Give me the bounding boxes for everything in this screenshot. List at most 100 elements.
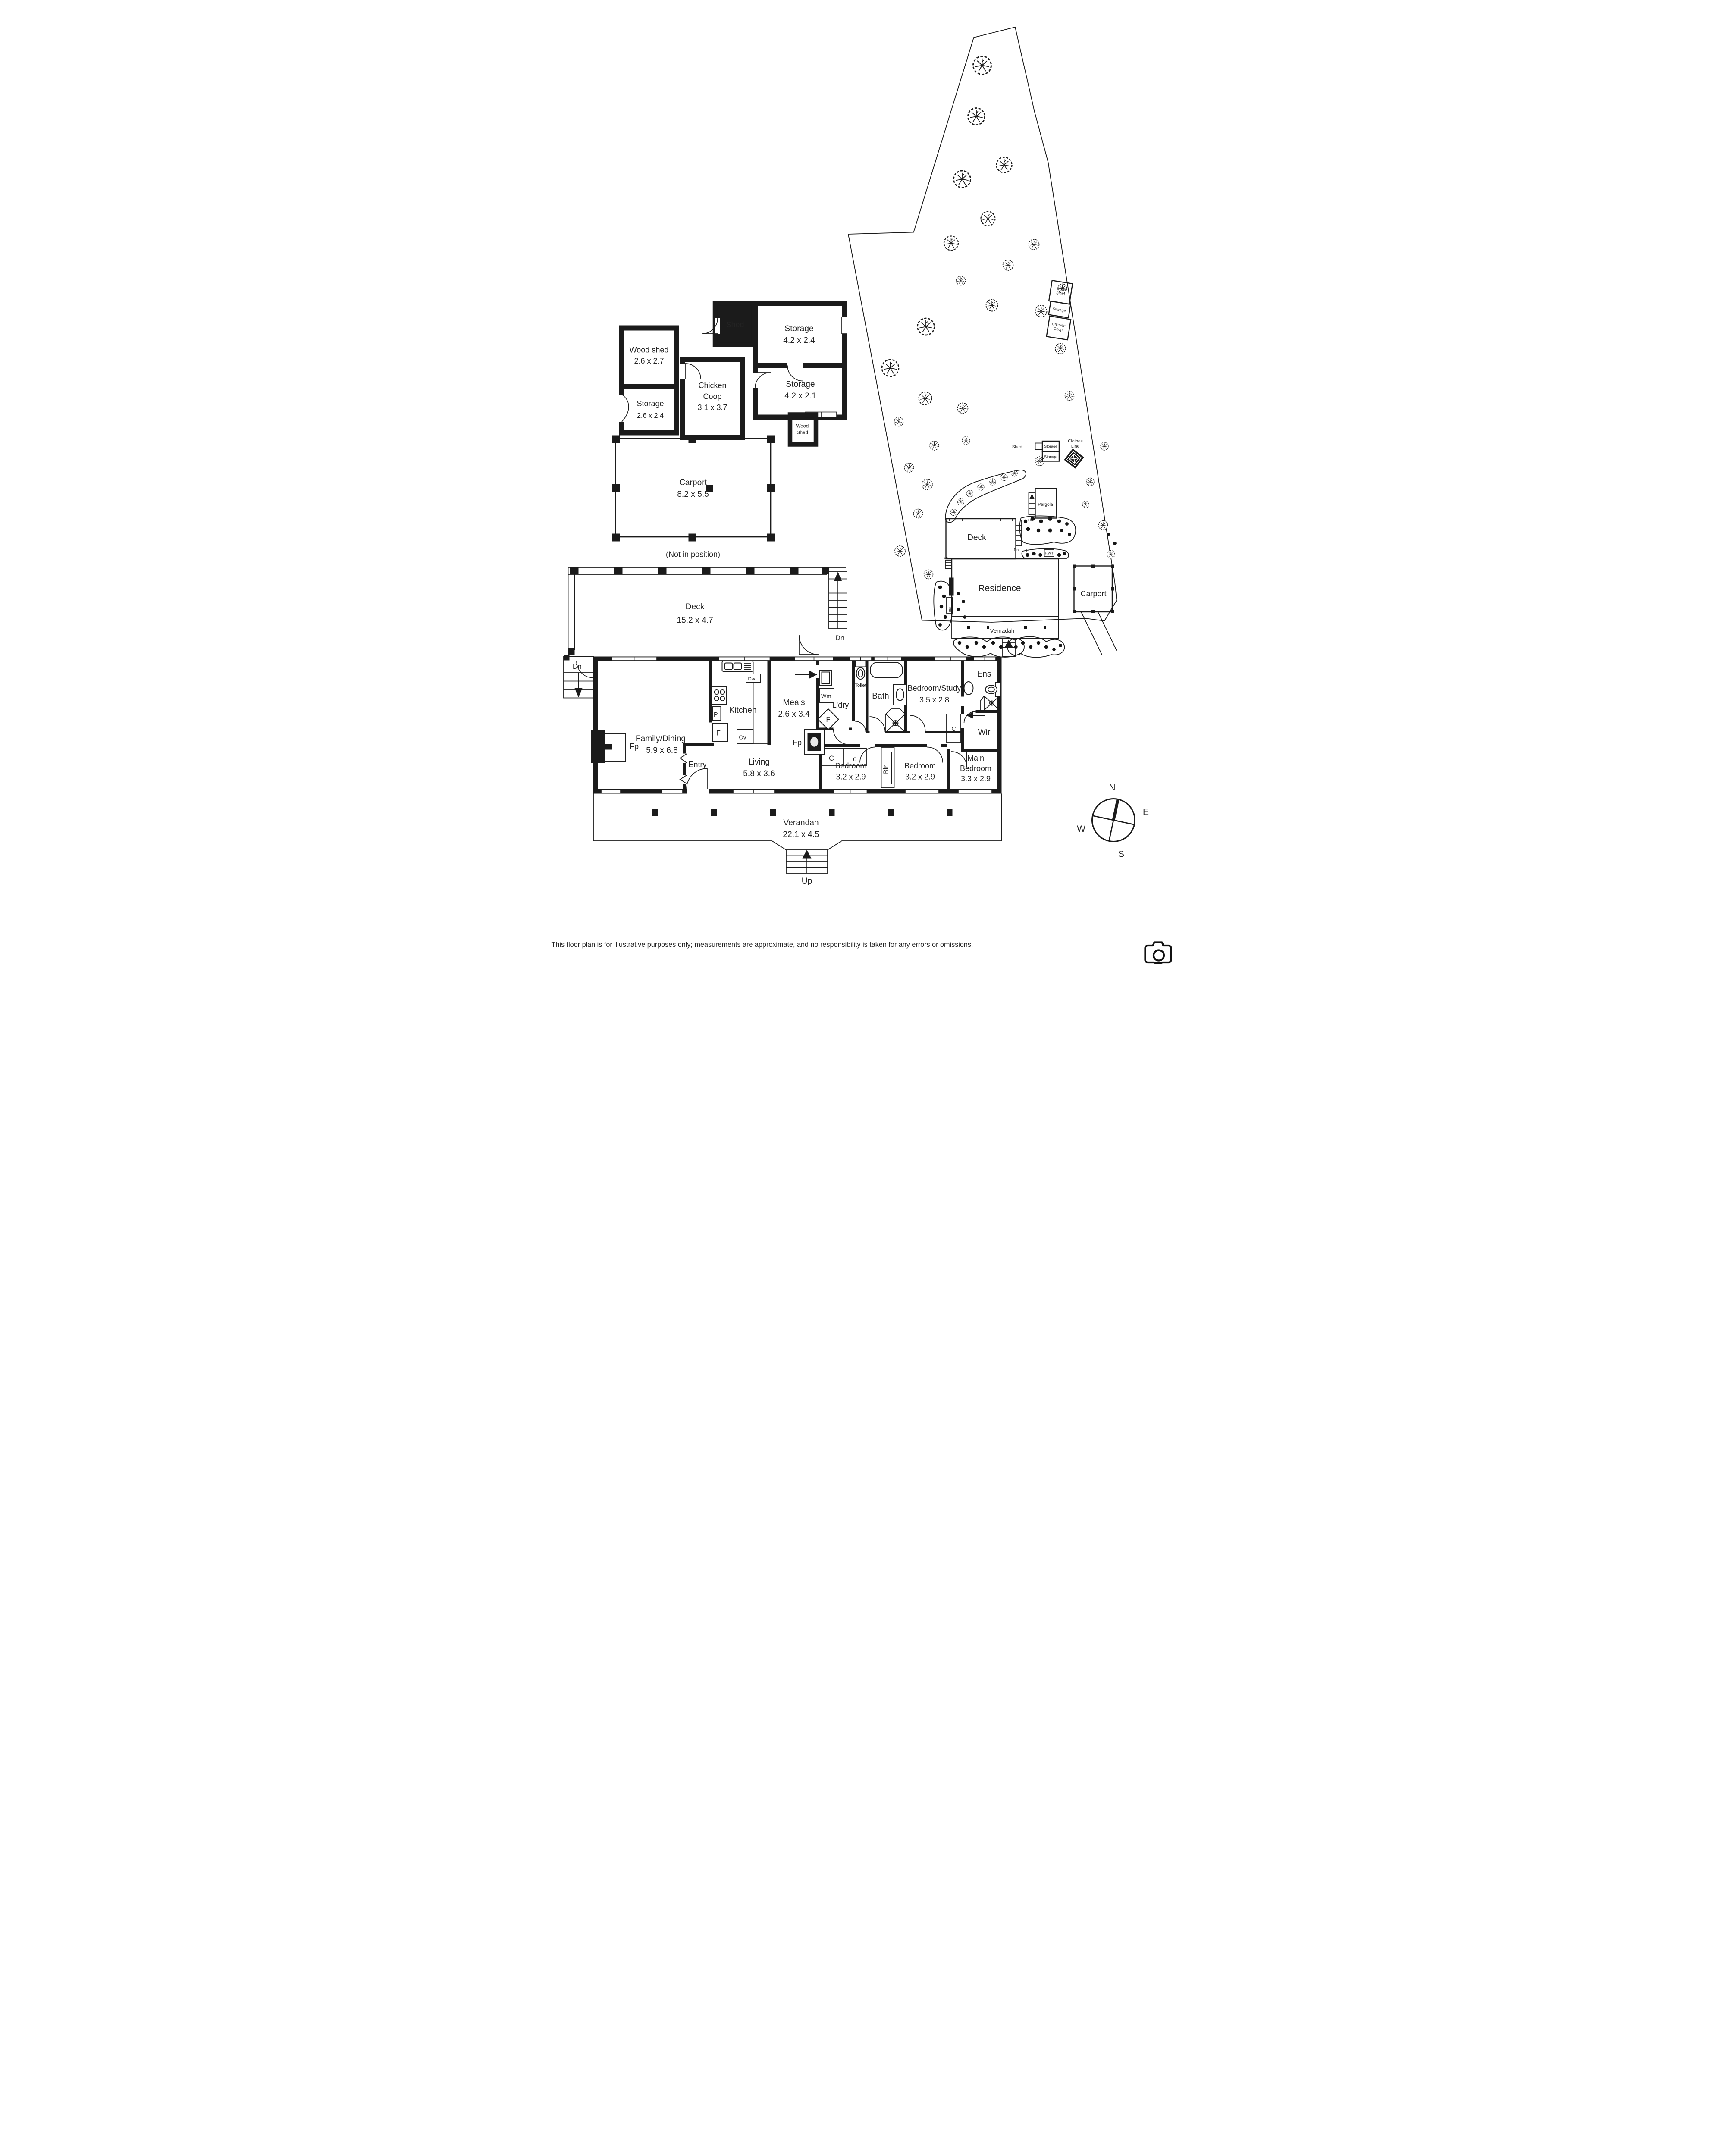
bed2-label: Bedroom (904, 761, 936, 770)
kitchen-label: Kitchen (729, 706, 757, 715)
site-residence-label: Residence (978, 583, 1021, 593)
site-storage-m1-label: Storage (1044, 444, 1057, 448)
deck-dim: 15.2 x 4.7 (677, 616, 713, 625)
small-woodshed-label-1: Wood (796, 424, 809, 429)
site-hwt-label: H.W.T (1045, 552, 1054, 555)
verandah: Verandah 22.1 x 4.5 Up (593, 793, 1002, 886)
house: Dn C (563, 655, 1002, 794)
carport-label: Carport (679, 478, 707, 487)
chicken-dim: 3.1 x 3.7 (697, 403, 727, 412)
ov-label: Ov (739, 734, 746, 741)
camera-button[interactable] (1144, 941, 1172, 964)
clothes-line-label-2: Line (1071, 444, 1080, 449)
deck-dn-label: Dn (835, 634, 844, 642)
verandah-label: Verandah (783, 818, 819, 827)
up-label: Up (802, 877, 812, 886)
site-vernadah-label: Vernadah (990, 627, 1014, 634)
bedstudy-label: Bedroom/Study (907, 684, 961, 693)
entry-label: Entry (688, 760, 706, 769)
fp-living-label: Fp (793, 738, 802, 747)
site-deck-label: Deck (967, 533, 986, 542)
toilet-label: Toilet (855, 683, 866, 688)
main-bed-label-1: Main (967, 754, 984, 762)
site-carport-label: Carport (1080, 589, 1106, 598)
carport-posts (612, 435, 775, 542)
ldry-label: L'dry (832, 701, 849, 709)
clothes-line-label-1: Clothes (1068, 439, 1083, 444)
site-plan: Wood Shed Storage Chicken Coop Shed Stor… (847, 26, 1117, 658)
left-dn-label: Dn (573, 663, 582, 671)
site-dn-left-label: Dn (944, 557, 948, 560)
woodshed-dim: 2.6 x 2.7 (634, 357, 664, 365)
storage1-dim: 4.2 x 2.4 (783, 336, 815, 345)
site-pergola-dn-label: Dn (1028, 518, 1033, 522)
shed-label: Shed (726, 320, 744, 329)
woodshed-label: Wood shed (630, 346, 669, 354)
site-storage-m2-label: Storage (1044, 454, 1057, 459)
storage1-label: Storage (784, 324, 813, 333)
c-right-label: C (951, 726, 956, 733)
bed2-dim: 3.2 x 2.9 (905, 773, 935, 781)
fp-left-label: Fp (630, 742, 639, 751)
site-chicken-label-2: Coop (1054, 326, 1063, 332)
living-label: Living (748, 758, 770, 767)
verandah-dim: 22.1 x 4.5 (783, 830, 819, 839)
compass-s: S (1118, 849, 1124, 859)
ens-shower-icon (980, 696, 1000, 711)
bedstudy-dim: 3.5 x 2.8 (919, 696, 949, 704)
ens-label: Ens (977, 670, 991, 679)
dw-label: Dw (748, 677, 756, 682)
site-storage-right-label: Storage (1052, 307, 1066, 313)
living-dim: 5.8 x 3.6 (743, 769, 775, 778)
wir-label: Wir (978, 728, 991, 737)
windows-south (601, 789, 992, 794)
storage2-dim: 4.2 x 2.1 (784, 392, 816, 401)
deck: Deck 15.2 x 4.7 Dn (568, 567, 847, 655)
camera-icon (1144, 941, 1172, 964)
outbuildings: Shed Storage 4.2 x 2.4 Storage 4.2 x 2.1… (612, 301, 847, 559)
site-chicken-label-1: Chicken (1052, 322, 1066, 328)
bed1-label: Bedroom (835, 761, 866, 770)
floorplan-page: Wood Shed Storage Chicken Coop Shed Stor… (539, 0, 1186, 970)
clothes-line-icon (1064, 448, 1084, 469)
bath-label: Bath (872, 692, 889, 701)
site-woodshed-label-1: Wood (1056, 286, 1066, 292)
deck-label: Deck (686, 602, 705, 611)
carport-dim: 8.2 x 5.5 (677, 490, 709, 499)
compass-e: E (1143, 807, 1149, 817)
c-small-label: c (853, 755, 856, 763)
small-woodshed-label-2: Shed (797, 430, 808, 436)
compass-n: N (1109, 783, 1115, 793)
family-label: Family/Dining (636, 734, 686, 743)
main-bed-label-2: Bedroom (960, 764, 991, 773)
main-bed-dim: 3.3 x 2.9 (961, 774, 991, 783)
site-trees (881, 56, 1115, 580)
compass: N E W S (1077, 783, 1149, 859)
site-pergola-label: Pergola (1038, 502, 1053, 507)
site-bbq-label: Bbq (949, 607, 952, 612)
c-big-label: C (829, 755, 834, 762)
meals-dim: 2.6 x 3.4 (778, 710, 810, 719)
storage3-label: Storage (637, 399, 664, 408)
family-dim: 5.9 x 6.8 (646, 746, 678, 755)
bed-trees (950, 470, 1018, 516)
windows-north (611, 656, 996, 661)
f-ldry-label: F (826, 716, 831, 724)
site-deck-dn-label: Dn (1014, 548, 1019, 552)
p-label: P (714, 711, 718, 718)
site-right-sheds: Wood Shed Storage Chicken Coop (1046, 279, 1073, 341)
bed1-dim: 3.2 x 2.9 (836, 773, 866, 781)
bir-label: Bir (882, 765, 890, 774)
f-kitchen-label: F (716, 730, 721, 737)
not-in-position-label: (Not in position) (666, 550, 720, 559)
chicken-label-2: Coop (703, 392, 721, 401)
compass-w: W (1077, 824, 1085, 834)
chicken-label-1: Chicken (698, 381, 726, 390)
shrubs (938, 517, 1117, 651)
site-woodshed-label-2: Shed (1056, 291, 1065, 296)
disclaimer-text: This floor plan is for illustrative purp… (552, 941, 973, 949)
site-shed-label: Shed (1012, 445, 1022, 450)
storage2-label: Storage (786, 380, 815, 389)
wm-label: Wm (821, 693, 831, 699)
shower-icon (885, 708, 906, 733)
